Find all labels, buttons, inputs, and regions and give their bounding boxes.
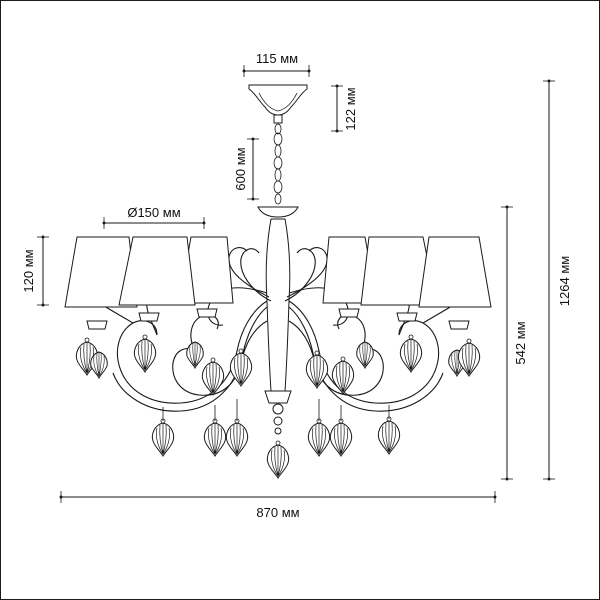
center-crystal [266, 440, 290, 479]
shade-left-outer [64, 236, 138, 308]
crystal-hangers [162, 399, 390, 421]
dim-total-width: 870 мм [59, 491, 497, 520]
label-total-height: 1264 мм [557, 256, 572, 306]
center-cup [257, 206, 299, 218]
label-total-width: 870 мм [256, 505, 299, 520]
shade-right-outer [418, 236, 492, 308]
canopy [248, 84, 308, 124]
dim-body-height: 542 мм [501, 205, 528, 481]
label-canopy-width: 115 мм [256, 51, 298, 66]
label-shade-height: 120 мм [21, 249, 36, 292]
label-canopy-height: 122 мм [343, 87, 358, 130]
dim-canopy-height: 122 мм [331, 84, 358, 133]
dim-shade-height: 120 мм [21, 235, 49, 307]
chandelier [64, 84, 492, 479]
shade-left-inner [118, 236, 196, 306]
label-chain-length: 600 мм [233, 147, 248, 190]
dim-shade-diameter: Ø150 мм [102, 205, 206, 229]
lamp-shades [64, 236, 492, 308]
chain [273, 123, 283, 205]
dim-chain-length: 600 мм [233, 137, 259, 201]
center-column [264, 218, 292, 479]
dim-total-height: 1264 мм [543, 79, 572, 481]
label-body-height: 542 мм [513, 321, 528, 364]
dim-canopy-width: 115 мм [242, 51, 311, 77]
label-shade-diameter: Ø150 мм [127, 205, 180, 220]
